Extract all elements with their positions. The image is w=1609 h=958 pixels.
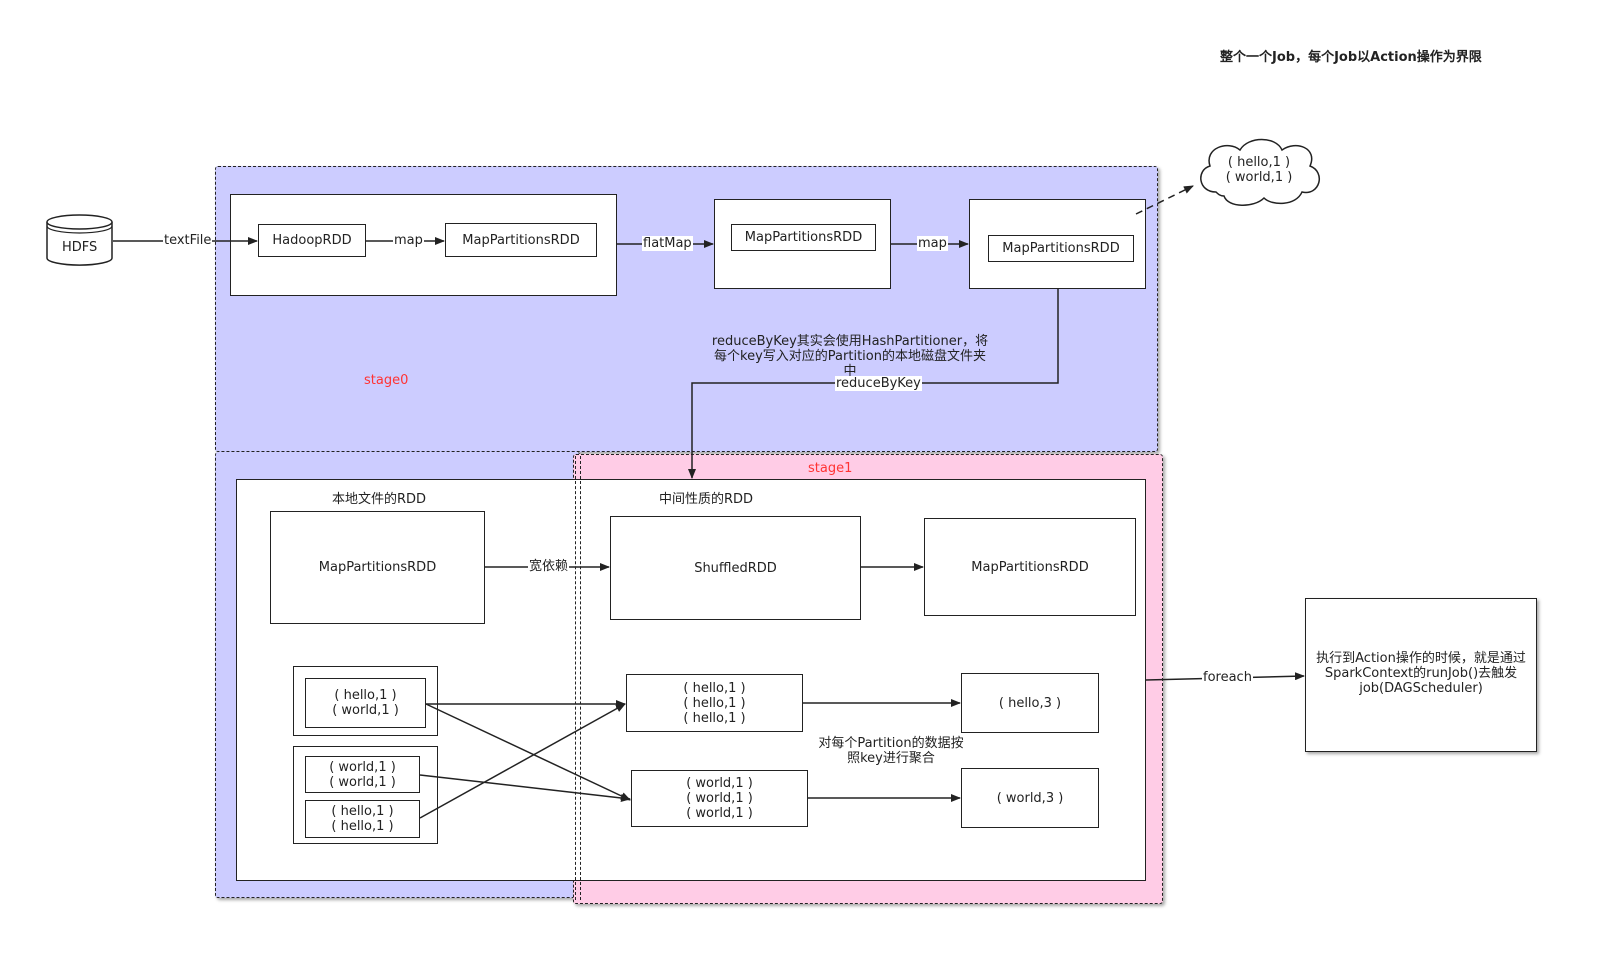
edge-a-to-world [425, 703, 631, 801]
shuffled-rdd: ShuffledRDD [610, 516, 861, 620]
diagram-title: 整个一个Job，每个Job以Action操作为界限 [1220, 50, 1482, 65]
reducebykey-note-line-2: 每个key写入对应的Partition的本地磁盘文件夹 [714, 348, 986, 364]
edge-label-reducebykey: reduceByKey [835, 376, 922, 391]
stage0-label: stage0 [364, 373, 409, 388]
edge-label-map-2: map [917, 236, 948, 251]
partition-b-world-line-2: ( world,1 ) [329, 774, 396, 790]
aggregate-note-line-2: 照key进行聚合 [847, 751, 935, 766]
shuffle-world-line-1: ( world,1 ) [686, 776, 753, 791]
stage1-label: stage1 [808, 461, 853, 476]
hdfs-label: HDFS [62, 240, 98, 255]
hadoop-rdd: HadoopRDD [258, 224, 366, 257]
shuffle-world-line-3: ( world,1 ) [686, 806, 753, 821]
cloud-line-2: ( world,1 ) [1225, 170, 1293, 185]
partition-a-line-2: ( world,1 ) [332, 703, 399, 718]
edge-label-wide-dependency: 宽依赖 [528, 559, 570, 574]
action-note-line-1: 执行到Action操作的时候，就是通过 [1316, 651, 1526, 666]
reducebykey-note-line-3: 中 [843, 363, 857, 379]
map-partitions-rdd-1: MapPartitionsRDD [445, 223, 597, 257]
action-note-box: 执行到Action操作的时候，就是通过 SparkContext的runJob(… [1305, 598, 1537, 752]
partition-b-hello-line-2: ( hello,1 ) [331, 819, 394, 834]
edge-b-hello-to-hello [419, 703, 626, 819]
result-world: ( world,3 ) [961, 768, 1099, 828]
edge-label-textfile: textFile [163, 233, 213, 248]
aggregate-note-line-1: 对每个Partition的数据按 [818, 736, 964, 751]
cloud-content: ( hello,1 ) ( world,1 ) [1206, 152, 1312, 188]
stage-boundary-divider [575, 456, 581, 900]
shuffle-world-line-2: ( world,1 ) [686, 791, 753, 806]
hdfs-database-icon [46, 214, 113, 266]
shuffle-hello-line-1: ( hello,1 ) [683, 680, 746, 696]
reducebykey-note: reduceByKey其实会使用HashPartitioner，将 每个key写… [700, 333, 1000, 379]
local-map-partitions-rdd: MapPartitionsRDD [270, 511, 485, 624]
action-note-line-3: job(DAGScheduler) [1359, 681, 1483, 696]
map-partitions-rdd-2: MapPartitionsRDD [731, 224, 876, 251]
local-rdd-label: 本地文件的RDD [332, 492, 427, 507]
final-map-partitions-rdd: MapPartitionsRDD [924, 518, 1136, 616]
aggregate-note: 对每个Partition的数据按 照key进行聚合 [800, 735, 982, 767]
shuffle-hello-line-2: ( hello,1 ) [683, 695, 746, 711]
partition-b-world-line-1: ( world,1 ) [329, 759, 396, 775]
intermediate-rdd-label: 中间性质的RDD [659, 492, 754, 507]
edge-label-map-1: map [393, 233, 424, 248]
shuffle-world-partition: ( world,1 ) ( world,1 ) ( world,1 ) [631, 770, 808, 827]
shuffle-hello-line-3: ( hello,1 ) [683, 710, 746, 726]
shuffle-hello-partition: ( hello,1 ) ( hello,1 ) ( hello,1 ) [626, 674, 803, 732]
partition-a: ( hello,1 ) ( world,1 ) [305, 678, 426, 728]
cloud-line-1: ( hello,1 ) [1227, 155, 1291, 170]
partition-b-hello: ( hello,1 ) ( hello,1 ) [305, 800, 420, 838]
partition-b-world: ( world,1 ) ( world,1 ) [305, 756, 420, 793]
partition-a-line-1: ( hello,1 ) [334, 688, 397, 703]
partition-b-hello-line-1: ( hello,1 ) [331, 804, 394, 819]
edge-label-foreach: foreach [1202, 670, 1253, 685]
map-partitions-rdd-3: MapPartitionsRDD [988, 235, 1134, 262]
action-note-line-2: SparkContext的runJob()去触发 [1324, 666, 1518, 681]
edge-cloud [1135, 185, 1194, 215]
edge-b-world-to-world [419, 774, 631, 802]
cloud-output-shape [1192, 134, 1326, 208]
result-hello: ( hello,3 ) [961, 673, 1099, 733]
reducebykey-note-line-1: reduceByKey其实会使用HashPartitioner，将 [711, 333, 989, 349]
edge-label-flatmap: flatMap [642, 236, 693, 251]
